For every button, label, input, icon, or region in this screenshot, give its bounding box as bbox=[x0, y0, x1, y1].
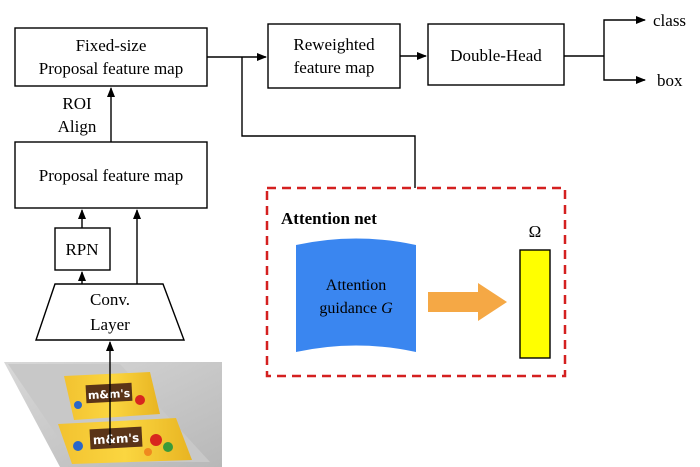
arrow-to-box bbox=[603, 56, 646, 84]
conv-label-line2: Layer bbox=[90, 315, 130, 334]
proposal-label: Proposal feature map bbox=[39, 166, 183, 185]
input-image: m&m's m&m's bbox=[0, 362, 222, 467]
candy-package-top: m&m's bbox=[64, 372, 160, 420]
orange-arrow-icon bbox=[428, 283, 507, 321]
double-head-box: Double-Head bbox=[427, 23, 565, 86]
svg-text:m&m's: m&m's bbox=[93, 431, 140, 447]
rpn-label: RPN bbox=[65, 240, 98, 259]
roi-align-line1: ROI bbox=[62, 94, 92, 113]
output-branches: class box bbox=[564, 11, 686, 90]
attention-net-dashed-border bbox=[265, 186, 567, 378]
reweighted-feature-map-box: Reweighted feature map bbox=[267, 23, 401, 89]
omega-label: Ω bbox=[529, 222, 542, 241]
reweighted-label-line1: Reweighted bbox=[293, 35, 375, 54]
attention-guidance-shape bbox=[296, 238, 416, 352]
rpn-box: RPN bbox=[54, 227, 111, 271]
arrow-to-class bbox=[603, 16, 646, 56]
attention-guidance-line2: guidance G bbox=[319, 300, 393, 317]
class-output-label: class bbox=[653, 11, 686, 30]
conv-layer-trapezoid: Conv. Layer bbox=[35, 283, 186, 341]
attention-guidance-line1: Attention bbox=[326, 277, 386, 294]
double-head-label: Double-Head bbox=[450, 46, 542, 65]
branch-to-attention-net bbox=[241, 57, 416, 188]
attention-net-title: Attention net bbox=[281, 209, 377, 228]
attention-net-container: Attention net Attention guidance G Ω bbox=[265, 186, 567, 378]
conv-label-line1: Conv. bbox=[90, 290, 130, 309]
reweighted-label-line2: feature map bbox=[294, 58, 375, 77]
roi-align-line2: Align bbox=[58, 117, 97, 136]
fixed-size-feature-map-box: Fixed-size Proposal feature map bbox=[14, 27, 208, 87]
candy-package-bottom: m&m's bbox=[58, 418, 192, 464]
roi-align-label: ROI Align bbox=[58, 94, 97, 136]
omega-bar bbox=[519, 249, 551, 359]
box-output-label: box bbox=[657, 71, 683, 90]
proposal-feature-map-box: Proposal feature map bbox=[14, 141, 208, 209]
fixed-size-label-line2: Proposal feature map bbox=[39, 59, 183, 78]
fixed-size-label-line1: Fixed-size bbox=[76, 36, 147, 55]
